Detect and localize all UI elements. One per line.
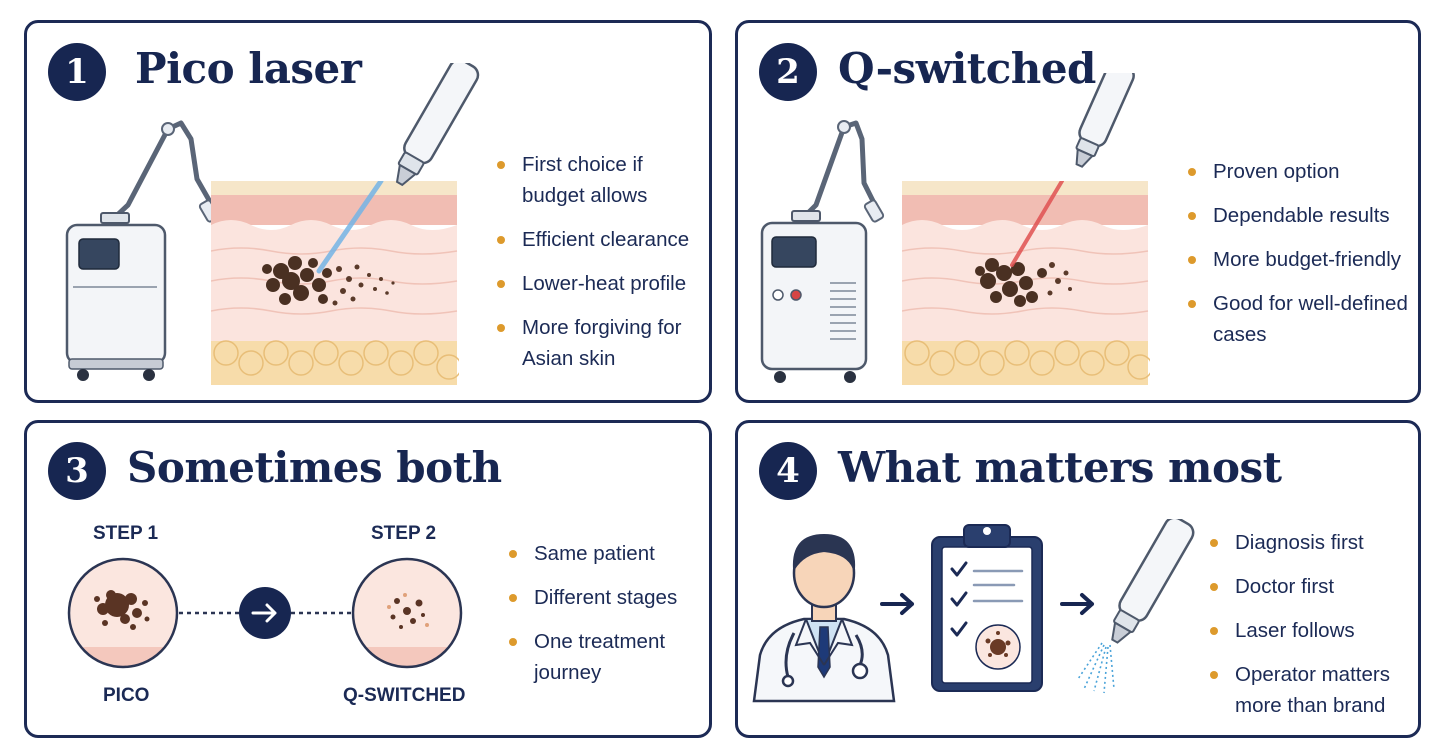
laser-machine-icon xyxy=(65,120,220,381)
skin-cross-section-icon xyxy=(902,181,1150,385)
skin-cross-section-icon xyxy=(211,181,459,385)
panel-number-badge: 1 xyxy=(48,43,106,101)
panel-q-switched: 2 Q-switched xyxy=(735,20,1421,403)
arrow-right-icon xyxy=(1060,593,1094,615)
step-2-caption: Q-SWITCHED xyxy=(343,685,466,706)
clipboard-checklist-icon xyxy=(931,524,1043,692)
panel-number-badge: 2 xyxy=(759,43,817,101)
step-1-caption: PICO xyxy=(103,685,150,706)
list-item: Operator matters more than brand xyxy=(1208,659,1408,721)
panel-number-badge: 4 xyxy=(759,442,817,500)
panel-number-badge: 3 xyxy=(48,442,106,500)
panel-title: Q-switched xyxy=(838,44,1096,93)
list-item: More budget-friendly xyxy=(1186,244,1411,275)
laser-handpiece-icon xyxy=(395,63,480,187)
arrow-right-icon xyxy=(880,593,914,615)
step-2-label: STEP 2 xyxy=(371,523,437,544)
list-item: Same patient xyxy=(507,538,692,569)
list-item: Dependable results xyxy=(1186,200,1411,231)
laser-handpiece-icon xyxy=(1078,519,1195,694)
pico-bullet-list: First choice if budget allows Efficient … xyxy=(495,149,700,387)
arrow-right-icon xyxy=(239,587,291,639)
q-switched-bullet-list: Proven option Dependable results More bu… xyxy=(1186,156,1411,363)
what-matters-bullet-list: Diagnosis first Doctor first Laser follo… xyxy=(1208,527,1408,734)
list-item: Efficient clearance xyxy=(495,224,700,255)
list-item: Laser follows xyxy=(1208,615,1408,646)
list-item: One treatment journey xyxy=(507,626,692,688)
list-item: Lower-heat profile xyxy=(495,268,700,299)
panel-title: What matters most xyxy=(838,443,1282,492)
sometimes-both-bullet-list: Same patient Different stages One treatm… xyxy=(507,538,692,701)
laser-handpiece-icon xyxy=(1075,73,1135,168)
list-item: More forgiving for Asian skin xyxy=(495,312,700,374)
panel-sometimes-both: 3 Sometimes both STEP 1 STEP 2 xyxy=(24,420,712,738)
list-item: Diagnosis first xyxy=(1208,527,1408,558)
list-item: Doctor first xyxy=(1208,571,1408,602)
list-item: Different stages xyxy=(507,582,692,613)
doctor-icon xyxy=(752,533,896,703)
panel-what-matters-most: 4 What matters most xyxy=(735,420,1421,738)
panel-title: Sometimes both xyxy=(127,443,502,492)
list-item: First choice if budget allows xyxy=(495,149,700,211)
two-step-treatment-diagram xyxy=(67,557,463,669)
laser-machine-icon xyxy=(760,120,885,383)
list-item: Good for well-defined cases xyxy=(1186,288,1411,350)
step-1-label: STEP 1 xyxy=(93,523,159,544)
panel-title: Pico laser xyxy=(135,44,362,93)
list-item: Proven option xyxy=(1186,156,1411,187)
panel-pico-laser: 1 Pico laser xyxy=(24,20,712,403)
